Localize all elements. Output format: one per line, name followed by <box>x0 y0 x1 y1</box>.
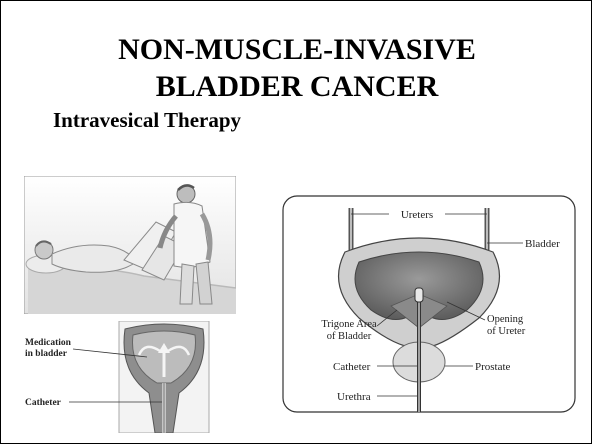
catheter-label: Catheter <box>333 361 371 373</box>
bladder-label: Bladder <box>525 238 560 250</box>
slide-subtitle: Intravesical Therapy <box>53 108 241 133</box>
title-line-2: BLADDER CANCER <box>1 68 592 105</box>
ureters-label: Ureters <box>401 209 433 221</box>
bladder-medication-diagram: Medication in bladder Catheter <box>21 321 241 433</box>
small-catheter-label: Catheter <box>25 398 62 408</box>
title-line-1: NON-MUSCLE-INVASIVE <box>1 31 592 68</box>
patient-illustration <box>24 176 236 314</box>
trigone-label-line-2: of Bladder <box>327 331 372 342</box>
urethra-label: Urethra <box>337 391 371 403</box>
medication-label-line-1: Medication <box>25 338 72 348</box>
medication-label-line-2: in bladder <box>25 349 68 359</box>
opening-label-line-1: Opening <box>487 314 524 325</box>
slide-title: NON-MUSCLE-INVASIVE BLADDER CANCER <box>1 31 592 105</box>
trigone-label-line-1: Trigone Area <box>321 319 377 330</box>
opening-label-line-2: of Ureter <box>487 326 526 337</box>
prostate-label: Prostate <box>475 361 511 373</box>
bladder-anatomy-diagram: Ureters Bladder Trigone Area of Bladder … <box>273 190 585 418</box>
